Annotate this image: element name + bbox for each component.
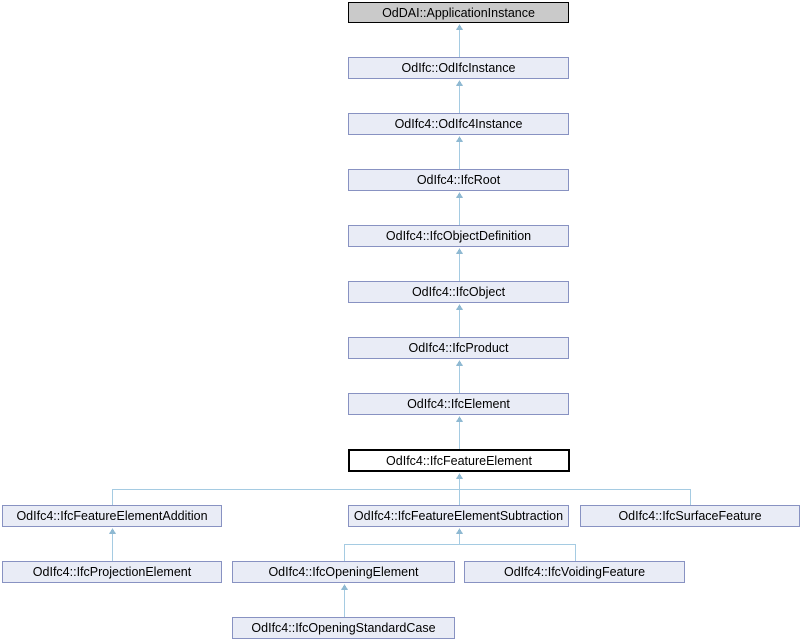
arrowhead-up-icon: [456, 80, 463, 86]
class-node-IfcOpeningStandardCase[interactable]: OdIfc4::IfcOpeningStandardCase: [232, 617, 455, 639]
class-node-IfcFeatureElement: OdIfc4::IfcFeatureElement: [348, 449, 570, 472]
class-node-IfcOpeningElement[interactable]: OdIfc4::IfcOpeningElement: [232, 561, 455, 583]
class-node-OdIfcInstance[interactable]: OdIfc::OdIfcInstance: [348, 57, 569, 79]
class-node-ApplicationInstance: OdDAI::ApplicationInstance: [348, 2, 569, 23]
inheritance-edge-IfcSurfaceFeature-to-IfcFeatureElement: [459, 476, 691, 505]
class-node-IfcFeatureElementAddition[interactable]: OdIfc4::IfcFeatureElementAddition: [2, 505, 222, 527]
arrowhead-up-icon: [456, 304, 463, 310]
arrowhead-up-icon: [456, 192, 463, 198]
class-node-OdIfc4Instance[interactable]: OdIfc4::OdIfc4Instance: [348, 113, 569, 135]
arrowhead-up-icon: [109, 528, 116, 534]
arrowhead-up-icon: [456, 473, 463, 479]
inheritance-edge-IfcFeatureElementAddition-to-IfcFeatureElement: [112, 476, 460, 505]
class-node-IfcObjectDefinition[interactable]: OdIfc4::IfcObjectDefinition: [348, 225, 569, 247]
arrowhead-up-icon: [341, 584, 348, 590]
class-node-IfcVoidingFeature[interactable]: OdIfc4::IfcVoidingFeature: [464, 561, 685, 583]
class-node-IfcProjectionElement[interactable]: OdIfc4::IfcProjectionElement: [2, 561, 222, 583]
class-node-IfcRoot[interactable]: OdIfc4::IfcRoot: [348, 169, 569, 191]
class-node-IfcProduct[interactable]: OdIfc4::IfcProduct: [348, 337, 569, 359]
arrowhead-up-icon: [456, 528, 463, 534]
arrowhead-up-icon: [456, 136, 463, 142]
class-node-IfcSurfaceFeature[interactable]: OdIfc4::IfcSurfaceFeature: [580, 505, 800, 527]
arrowhead-up-icon: [456, 24, 463, 30]
class-node-IfcObject[interactable]: OdIfc4::IfcObject: [348, 281, 569, 303]
class-node-IfcElement[interactable]: OdIfc4::IfcElement: [348, 393, 569, 415]
inheritance-edge-IfcVoidingFeature-to-IfcFeatureElementSubtraction: [459, 531, 576, 561]
arrowhead-up-icon: [456, 360, 463, 366]
arrowhead-up-icon: [456, 416, 463, 422]
class-node-IfcFeatureElementSubtraction[interactable]: OdIfc4::IfcFeatureElementSubtraction: [348, 505, 569, 527]
arrowhead-up-icon: [456, 248, 463, 254]
inheritance-edge-IfcOpeningElement-to-IfcFeatureElementSubtraction: [344, 531, 460, 561]
